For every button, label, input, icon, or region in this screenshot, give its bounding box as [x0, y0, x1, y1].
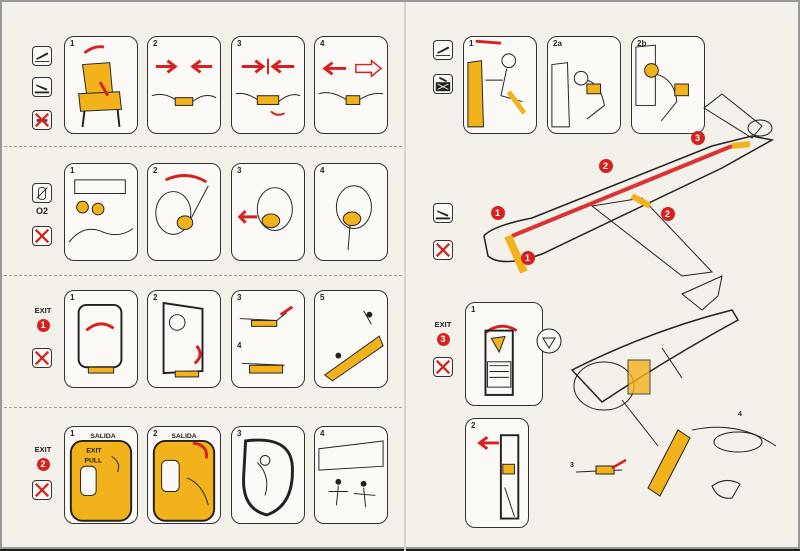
- takeoff-icon: [32, 46, 52, 66]
- takeoff-icon: [433, 40, 453, 60]
- oxygen-label: O2: [36, 206, 49, 216]
- step-number: 2: [153, 166, 158, 175]
- exit-label: EXIT: [34, 306, 52, 315]
- exit-number: 1: [36, 319, 50, 332]
- row-divider: [4, 275, 402, 276]
- svg-text:2: 2: [665, 209, 670, 219]
- step-number: 2: [471, 421, 476, 430]
- exit-marker-1: [521, 251, 535, 265]
- exit-1-badge: EXIT 1: [32, 306, 54, 333]
- oxygen-step-2-card: 2: [147, 163, 221, 261]
- oxygen-step-1-card: 1: [64, 163, 138, 261]
- step-number: 3: [570, 462, 574, 469]
- svg-text:1: 1: [525, 253, 530, 263]
- exit-marker-2: [661, 207, 675, 221]
- step-number: 4: [320, 166, 325, 175]
- no-cross-icon: [433, 357, 453, 377]
- step-number: 1: [471, 305, 476, 314]
- door-detail-inset: [536, 328, 562, 354]
- exit-3-badge: EXIT 3: [432, 320, 454, 347]
- oxygen-bottle-icon: [32, 183, 52, 203]
- brace-step-2a-card: 2a: [547, 36, 621, 134]
- door-sign-salida: SALIDA: [90, 433, 115, 440]
- step-number: 5: [320, 293, 325, 302]
- door-sign-salida: SALIDA: [171, 433, 196, 440]
- exit2-step-1-card: 1 SALIDA EXIT PULL: [64, 426, 138, 524]
- row-divider: [4, 146, 402, 147]
- seat-step-4-card: 4: [314, 36, 388, 134]
- exit-number: 2: [36, 458, 50, 471]
- exit-marker-3: [691, 131, 705, 145]
- svg-text:2: 2: [603, 161, 608, 171]
- step-number: 2: [153, 293, 158, 302]
- exit3-step-1-card: 1: [465, 302, 543, 406]
- svg-text:3: 3: [695, 133, 700, 143]
- step-number: 3: [237, 39, 242, 48]
- exit1-step-3-card: 3 4: [231, 290, 305, 388]
- row-divider: [4, 407, 402, 408]
- exit-marker-1: [491, 206, 505, 220]
- landing-icon: [32, 77, 52, 97]
- brace-step-2b-card: 2b: [631, 36, 705, 134]
- oxygen-step-4-card: 4: [314, 163, 388, 261]
- exit3-step-4-label: 4: [738, 411, 742, 418]
- no-smoking-icon: [32, 110, 52, 130]
- exit1-step-2-card: 2: [147, 290, 221, 388]
- no-cross-icon: [32, 226, 52, 246]
- exit3-step-3-label: 3: [570, 454, 574, 472]
- exit1-step-5-card: 5: [314, 290, 388, 388]
- exit3-step-2-card: 2: [465, 418, 529, 528]
- brace-step-1-card: 1: [463, 36, 537, 134]
- door-sign-exit: EXIT: [86, 448, 102, 455]
- exit3-step-3-hand: [575, 458, 627, 475]
- exit2-step-3-card: 3: [231, 426, 305, 524]
- seat-step-2-card: 2: [147, 36, 221, 134]
- landing-icon: [433, 203, 453, 223]
- oxygen-step-3-card: 3: [231, 163, 305, 261]
- step-number: 4: [320, 39, 325, 48]
- step-number: 1: [70, 39, 75, 48]
- exit-marker-2: [599, 159, 613, 173]
- aircraft-exit-diagram: 1 1 2 2 3: [483, 93, 775, 277]
- step-number: 3: [237, 429, 242, 438]
- exit-label: EXIT: [34, 445, 52, 454]
- step-number: 2: [153, 429, 158, 438]
- seat-step-3-card: 3: [231, 36, 305, 134]
- no-cross-icon: [433, 240, 453, 260]
- step-number: 4: [237, 341, 242, 350]
- exit-label: EXIT: [434, 320, 452, 329]
- step-number: 2b: [637, 39, 647, 48]
- tail-exit-diagram: 4: [570, 275, 777, 499]
- exit-2-badge: EXIT 2: [32, 445, 54, 472]
- exit-number: 3: [436, 333, 450, 346]
- brace-seat-icon: [433, 74, 453, 94]
- step-number: 4: [320, 429, 325, 438]
- exit2-step-4-card: 4: [314, 426, 388, 524]
- no-cross-icon: [32, 480, 52, 500]
- exit1-step-1-card: 1: [64, 290, 138, 388]
- step-number: 1: [70, 429, 75, 438]
- step-number: 3: [237, 166, 242, 175]
- step-number: 2: [153, 39, 158, 48]
- step-number: 3: [237, 293, 242, 302]
- center-fold: [404, 2, 406, 551]
- step-number: 1: [70, 293, 75, 302]
- door-sign-pull: PULL: [84, 457, 102, 464]
- step-number: 2a: [553, 39, 562, 48]
- svg-text:1: 1: [495, 208, 500, 218]
- no-cross-icon: [32, 348, 52, 368]
- step-number: 1: [70, 166, 75, 175]
- seat-step-1-card: 1: [64, 36, 138, 134]
- exit2-step-2-card: 2 SALIDA: [147, 426, 221, 524]
- step-number: 1: [469, 39, 474, 48]
